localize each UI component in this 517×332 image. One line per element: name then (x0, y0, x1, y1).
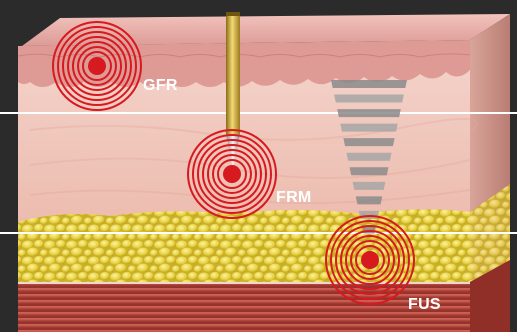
ultrasound-band (337, 109, 401, 117)
ultrasound-band (343, 138, 394, 146)
epidermis-layer (18, 40, 470, 87)
target-core (223, 165, 241, 183)
ultrasound-band (353, 182, 386, 190)
ultrasound-band (331, 80, 407, 88)
ultrasound-band (356, 196, 383, 204)
ultrasound-band (346, 153, 391, 161)
fus-label: FUS (408, 296, 441, 313)
target-core (88, 57, 106, 75)
ultrasound-band (334, 95, 404, 103)
ultrasound-band (340, 124, 397, 132)
frm-label: FRM (276, 189, 312, 206)
target-core (361, 251, 379, 269)
ultrasound-band (350, 167, 389, 175)
gfr-label: GFR (143, 77, 178, 94)
